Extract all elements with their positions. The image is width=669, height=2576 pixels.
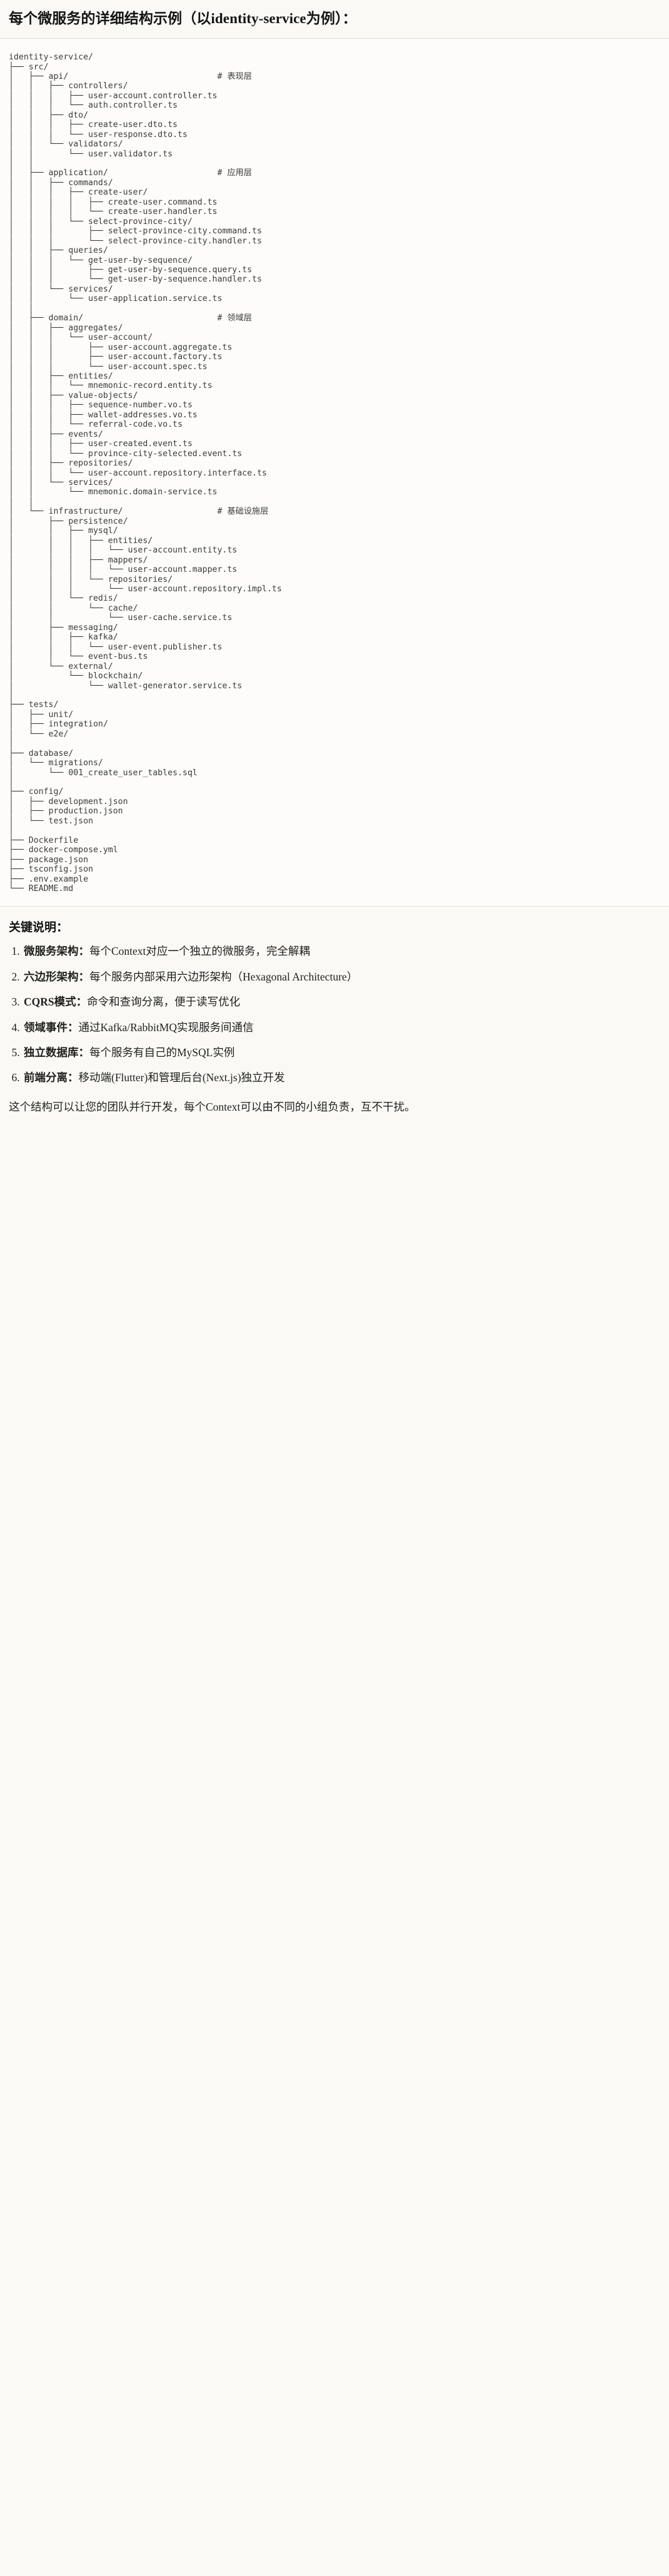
- key-point-desc: 通过Kafka/RabbitMQ实现服务间通信: [78, 1021, 254, 1034]
- key-point-separator: ：: [68, 1071, 79, 1084]
- key-point-desc: 每个服务内部采用六边形架构（Hexagonal Architecture）: [89, 970, 358, 983]
- directory-tree-block: identity-service/ ├── src/ │ ├── api/ # …: [0, 39, 669, 907]
- document-page: 每个微服务的详细结构示例（以identity-service为例）： ident…: [0, 0, 669, 1128]
- key-point-desc: 命令和查询分离，便于读写优化: [87, 995, 241, 1009]
- list-item: 领域事件：通过Kafka/RabbitMQ实现服务间通信: [23, 1020, 659, 1036]
- list-item: 六边形架构：每个服务内部采用六边形架构（Hexagonal Architectu…: [23, 969, 659, 985]
- key-point-desc: 移动端(Flutter)和管理后台(Next.js)独立开发: [78, 1071, 285, 1084]
- list-item: 前端分离：移动端(Flutter)和管理后台(Next.js)独立开发: [23, 1070, 659, 1086]
- key-point-separator: ：: [78, 1046, 90, 1059]
- key-point-separator: ：: [78, 970, 90, 983]
- directory-tree: identity-service/ ├── src/ │ ├── api/ # …: [9, 53, 282, 894]
- page-title: 每个微服务的详细结构示例（以identity-service为例）：: [9, 11, 357, 26]
- list-item: 微服务架构：每个Context对应一个独立的微服务，完全解耦: [23, 944, 659, 959]
- key-point-separator: ：: [78, 945, 90, 958]
- list-item: 独立数据库：每个服务有自己的MySQL实例: [23, 1045, 659, 1061]
- key-point-term: 六边形架构: [24, 970, 79, 983]
- list-item: CQRS模式：命令和查询分离，便于读写优化: [23, 994, 659, 1010]
- key-point-separator: ：: [68, 1021, 79, 1034]
- key-points-list: 微服务架构：每个Context对应一个独立的微服务，完全解耦 六边形架构：每个服…: [9, 944, 659, 1086]
- title-divider: [0, 38, 669, 39]
- tree-divider: [0, 906, 669, 907]
- key-point-term: 独立数据库: [24, 1046, 79, 1059]
- key-point-separator: ：: [76, 995, 88, 1009]
- key-point-term: CQRS模式: [24, 995, 76, 1009]
- key-points-heading: 关键说明：: [9, 921, 69, 935]
- key-point-desc: 每个服务有自己的MySQL实例: [89, 1046, 235, 1059]
- key-point-term: 微服务架构: [24, 945, 79, 958]
- closing-paragraph: 这个结构可以让您的团队并行开发，每个Context可以由不同的小组负责，互不干扰…: [9, 1100, 416, 1113]
- key-point-term: 领域事件: [24, 1021, 68, 1034]
- key-points-section: 关键说明： 微服务架构：每个Context对应一个独立的微服务，完全解耦 六边形…: [0, 907, 669, 1092]
- key-point-term: 前端分离: [24, 1071, 68, 1084]
- key-point-desc: 每个Context对应一个独立的微服务，完全解耦: [89, 945, 310, 958]
